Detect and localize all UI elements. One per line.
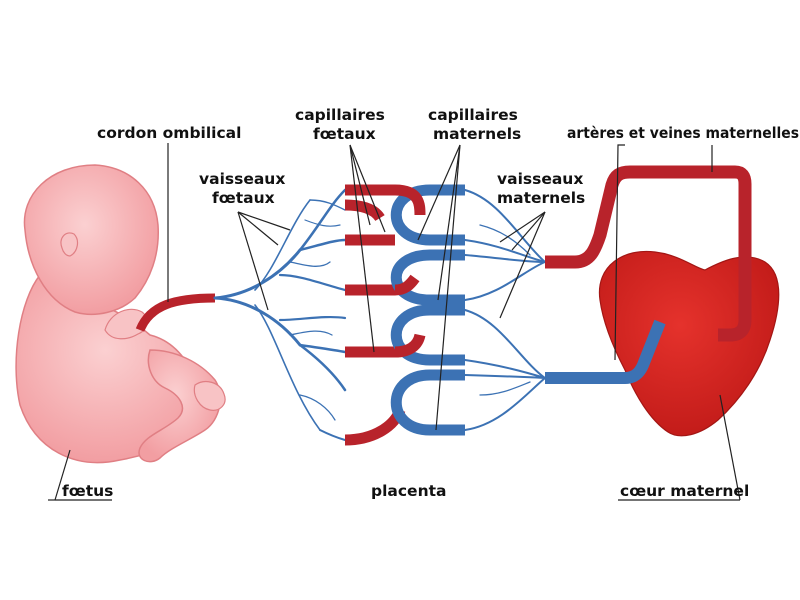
label-fetal-capillaries-line1: capillaires [295, 106, 385, 124]
label-fetal-vessels-line1: vaisseaux [199, 170, 285, 188]
leader-lines [48, 143, 741, 501]
label-placenta: placenta [371, 482, 446, 500]
fetus-ear [60, 232, 79, 257]
maternal-vessels [464, 189, 546, 431]
label-maternal-capillaries-line2: maternels [433, 125, 521, 143]
maternal-heart [598, 250, 780, 437]
fetus [15, 164, 226, 464]
maternal-artery-into-heart [718, 250, 752, 342]
label-maternal-heart: cœur maternel [620, 482, 749, 500]
fetal-vessels [213, 188, 347, 441]
fetal-capillaries-overlay [394, 184, 426, 358]
maternal-vein [545, 319, 666, 384]
label-maternal-capillaries-line1: capillaires [428, 106, 518, 124]
label-umbilical-cord: cordon ombilical [97, 124, 241, 142]
label-fetal-capillaries-line2: fœtaux [313, 125, 376, 143]
fetus-head [23, 164, 159, 316]
label-fetus: fœtus [62, 482, 113, 500]
label-fetal-vessels-line2: fœtaux [212, 189, 275, 207]
maternal-capillaries [390, 184, 465, 436]
fetus-leg [138, 349, 221, 463]
label-maternal-vessels-line1: vaisseaux [497, 170, 583, 188]
label-maternal-arteries-veins: artères et veines maternelles [567, 124, 799, 142]
fetus-foot [193, 381, 226, 411]
umbilical-cord [135, 293, 216, 332]
label-maternal-vessels-line2: maternels [497, 189, 585, 207]
